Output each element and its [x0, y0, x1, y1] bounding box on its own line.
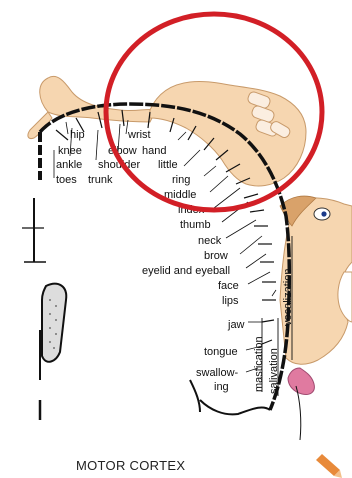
label-knee: knee — [58, 145, 82, 157]
label-face: face — [218, 280, 239, 292]
label-wrist: wrist — [127, 129, 151, 141]
label-brow: brow — [204, 250, 228, 262]
label-eyelid-and-eyeball: eyelid and eyeball — [142, 265, 230, 277]
label-vocalization: vocalization — [282, 269, 294, 326]
medial-cortex-sliver — [42, 284, 66, 362]
label-swallowing-1: swallow- — [196, 367, 239, 379]
label-jaw: jaw — [227, 319, 245, 331]
eye-icon — [314, 208, 330, 220]
label-toes: toes — [56, 174, 77, 186]
caption-motor-cortex: MOTOR CORTEX — [76, 458, 185, 473]
tongue-shape — [288, 368, 314, 395]
label-salivation: salivation — [268, 348, 280, 394]
label-mastication: mastication — [253, 336, 265, 392]
label-lips: lips — [222, 295, 239, 307]
label-hand: hand — [142, 145, 166, 157]
label-ankle: ankle — [56, 159, 82, 171]
label-trunk: trunk — [88, 174, 113, 186]
label-little: little — [158, 159, 178, 171]
label-neck: neck — [198, 235, 222, 247]
label-ring: ring — [172, 174, 190, 186]
label-hip: hip — [70, 129, 85, 141]
pencil-icon[interactable] — [316, 454, 342, 478]
label-tongue: tongue — [204, 346, 238, 358]
label-swallowing-2: ing — [214, 381, 229, 393]
label-thumb: thumb — [180, 219, 211, 231]
leg-shape — [40, 76, 156, 122]
